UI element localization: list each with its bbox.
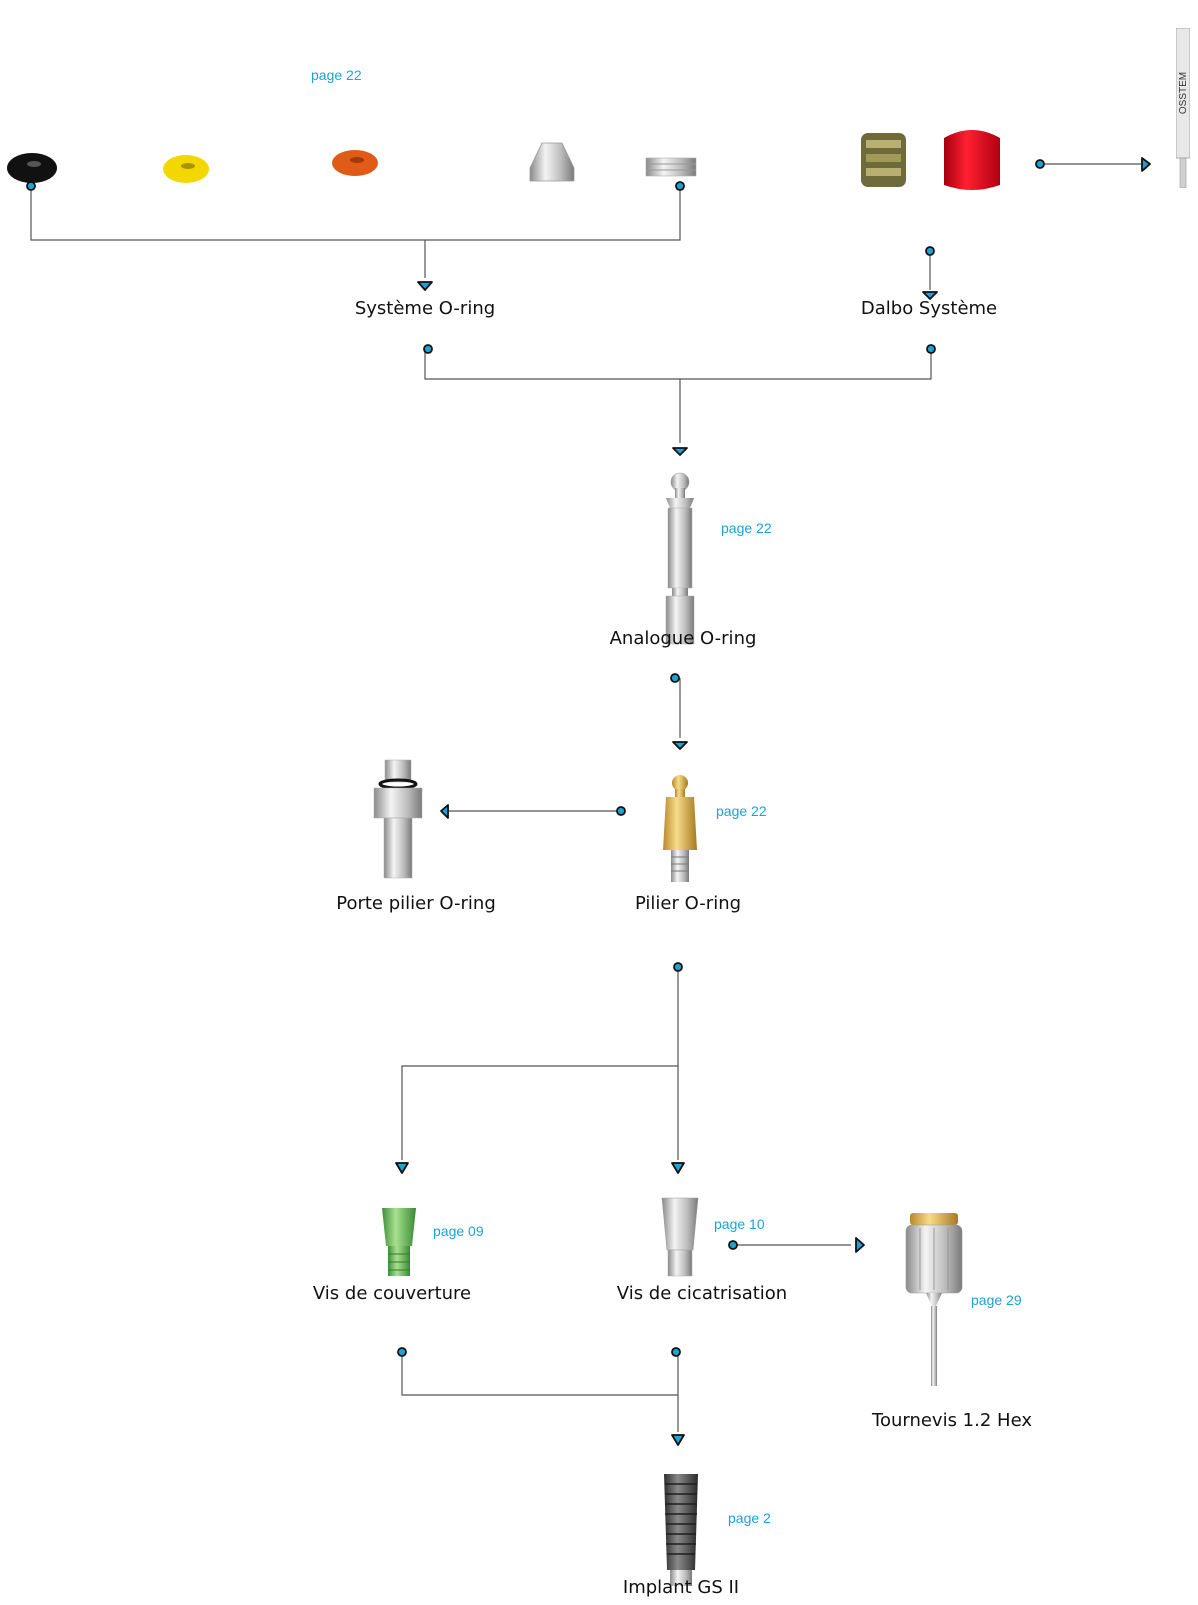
- brand-text: OSSTEM: [1178, 72, 1189, 114]
- oring-abutment-image: [663, 775, 697, 882]
- dot: [670, 673, 680, 683]
- connector-dots: [26, 159, 1045, 1357]
- oring-system-label: Système O-ring: [354, 298, 496, 319]
- page-ref-healing[interactable]: page 10: [714, 1216, 765, 1232]
- page-ref-analog[interactable]: page 22: [721, 520, 772, 536]
- arrow-left: [440, 804, 449, 819]
- brand-tool: OSSTEM: [1175, 27, 1191, 189]
- connector-branch: [401, 967, 679, 1160]
- red-cap-icon: [944, 130, 1000, 190]
- page-ref-top[interactable]: page 22: [311, 67, 362, 83]
- arrow-right: [1141, 157, 1151, 172]
- connector-middle-bracket: [424, 349, 932, 443]
- oring-analog-image: [665, 472, 695, 645]
- dot: [423, 344, 433, 354]
- cover-screw-image: [382, 1208, 416, 1276]
- healing-screw-label: Vis de cicatrisation: [616, 1283, 788, 1304]
- connectors: [30, 163, 1141, 1432]
- arrowheads: [395, 157, 1151, 1446]
- retainer-cap-icon: [529, 142, 575, 182]
- arrow-down: [395, 1162, 409, 1174]
- arrow-down: [671, 1434, 685, 1446]
- dot: [675, 181, 685, 191]
- connector-bottom-bracket: [401, 1349, 679, 1432]
- dot: [671, 1347, 681, 1357]
- orange-oring-icon: [332, 150, 378, 176]
- dalbo-system-label: Dalbo Système: [860, 298, 998, 319]
- page-ref-screwdriver[interactable]: page 29: [971, 1292, 1022, 1308]
- yellow-oring-icon: [163, 155, 209, 183]
- page-ref-implant[interactable]: page 2: [728, 1510, 771, 1526]
- page-ref-abutment[interactable]: page 22: [716, 803, 767, 819]
- implant-label: Implant GS II: [622, 1577, 740, 1598]
- implant-image: [664, 1474, 698, 1586]
- arrow-down: [922, 291, 938, 300]
- spacer-ring-icon: [645, 157, 697, 177]
- arrow-down: [417, 281, 433, 291]
- oring-analog-label: Analogue O-ring: [609, 628, 757, 649]
- dot: [26, 181, 36, 191]
- dot: [673, 962, 683, 972]
- connector-top-bracket: [30, 183, 681, 278]
- dot: [926, 344, 936, 354]
- dot: [397, 1347, 407, 1357]
- black-oring-icon: [7, 153, 57, 183]
- cover-screw-label: Vis de couverture: [312, 1283, 472, 1304]
- abutment-holder-label: Porte pilier O-ring: [336, 893, 496, 914]
- arrow-down: [671, 1162, 685, 1174]
- oring-abutment-label: Pilier O-ring: [634, 893, 742, 914]
- dot: [1035, 159, 1045, 169]
- dot: [728, 1240, 738, 1250]
- dot: [616, 806, 626, 816]
- arrow-right: [855, 1237, 865, 1253]
- dalbo-insert-icon: [861, 133, 906, 187]
- screwdriver-label: Tournevis 1.2 Hex: [872, 1410, 1032, 1431]
- healing-screw-image: [661, 1197, 699, 1277]
- dot: [925, 246, 935, 256]
- abutment-holder-image: [373, 759, 423, 879]
- screwdriver-image: [905, 1213, 963, 1386]
- arrow-down: [672, 741, 688, 750]
- arrow-down: [672, 447, 688, 456]
- page-ref-cover[interactable]: page 09: [433, 1223, 484, 1239]
